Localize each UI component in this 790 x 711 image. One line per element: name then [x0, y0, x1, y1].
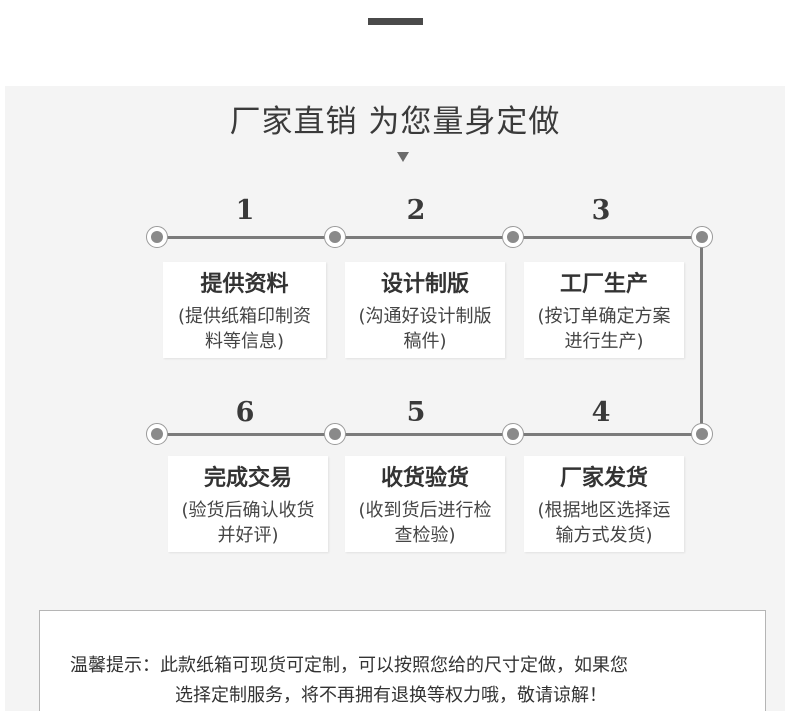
step-number-1: 1	[235, 195, 255, 226]
circle-dot-icon	[324, 226, 346, 248]
step-number-3: 3	[591, 195, 611, 226]
step-description: (按订单确定方案进行生产)	[537, 306, 671, 352]
step-number-5: 5	[406, 397, 426, 428]
step-title: 厂家发货	[559, 466, 648, 491]
step-card-factory-production: 工厂生产 (按订单确定方案进行生产)	[524, 262, 684, 358]
top-divider-bar	[368, 18, 423, 25]
circle-dot-icon	[146, 423, 168, 445]
notice-text: 温馨提示：此款纸箱可现货可定制，可以按照您给的尺寸定做，如果您 选择定制服务，将…	[70, 651, 730, 711]
circle-dot-icon	[502, 226, 524, 248]
step-description: (收到货后进行检查检验)	[358, 500, 492, 546]
step-description: (验货后确认收货并好评)	[181, 500, 315, 546]
step-title: 提供资料	[200, 272, 289, 297]
step-title: 收货验货	[380, 466, 469, 491]
flow-line-right	[700, 237, 703, 434]
step-title: 完成交易	[203, 466, 292, 491]
step-title: 工厂生产	[559, 272, 648, 297]
step-card-complete-deal: 完成交易 (验货后确认收货并好评)	[168, 456, 328, 552]
circle-dot-icon	[146, 226, 168, 248]
notice-box: 温馨提示：此款纸箱可现货可定制，可以按照您给的尺寸定做，如果您 选择定制服务，将…	[39, 610, 766, 711]
step-description: (提供纸箱印制资料等信息)	[177, 306, 312, 352]
circle-dot-icon	[502, 423, 524, 445]
circle-dot-icon	[691, 226, 713, 248]
circle-dot-icon	[691, 423, 713, 445]
flow-line-top	[158, 236, 702, 239]
step-description: (沟通好设计制版稿件)	[358, 306, 492, 352]
step-number-2: 2	[406, 195, 426, 226]
step-number-6: 6	[235, 397, 255, 428]
step-card-factory-ship: 厂家发货 (根据地区选择运输方式发货)	[524, 456, 684, 552]
circle-dot-icon	[324, 423, 346, 445]
flow-line-bottom	[158, 433, 702, 436]
step-number-4: 4	[591, 397, 611, 428]
step-card-design-plate: 设计制版 (沟通好设计制版稿件)	[345, 262, 505, 358]
page-title: 厂家直销 为您量身定做	[229, 104, 561, 140]
notice-line-2: 选择定制服务，将不再拥有退换等权力哦，敬请谅解！	[175, 685, 607, 706]
process-panel	[5, 86, 785, 711]
triangle-down-icon	[397, 152, 409, 162]
step-description: (根据地区选择运输方式发货)	[537, 500, 671, 546]
step-card-provide-materials: 提供资料 (提供纸箱印制资料等信息)	[163, 262, 326, 358]
notice-line-1: 温馨提示：此款纸箱可现货可定制，可以按照您给的尺寸定做，如果您	[70, 655, 628, 676]
step-card-receive-inspect: 收货验货 (收到货后进行检查检验)	[345, 456, 505, 552]
step-title: 设计制版	[380, 272, 469, 297]
